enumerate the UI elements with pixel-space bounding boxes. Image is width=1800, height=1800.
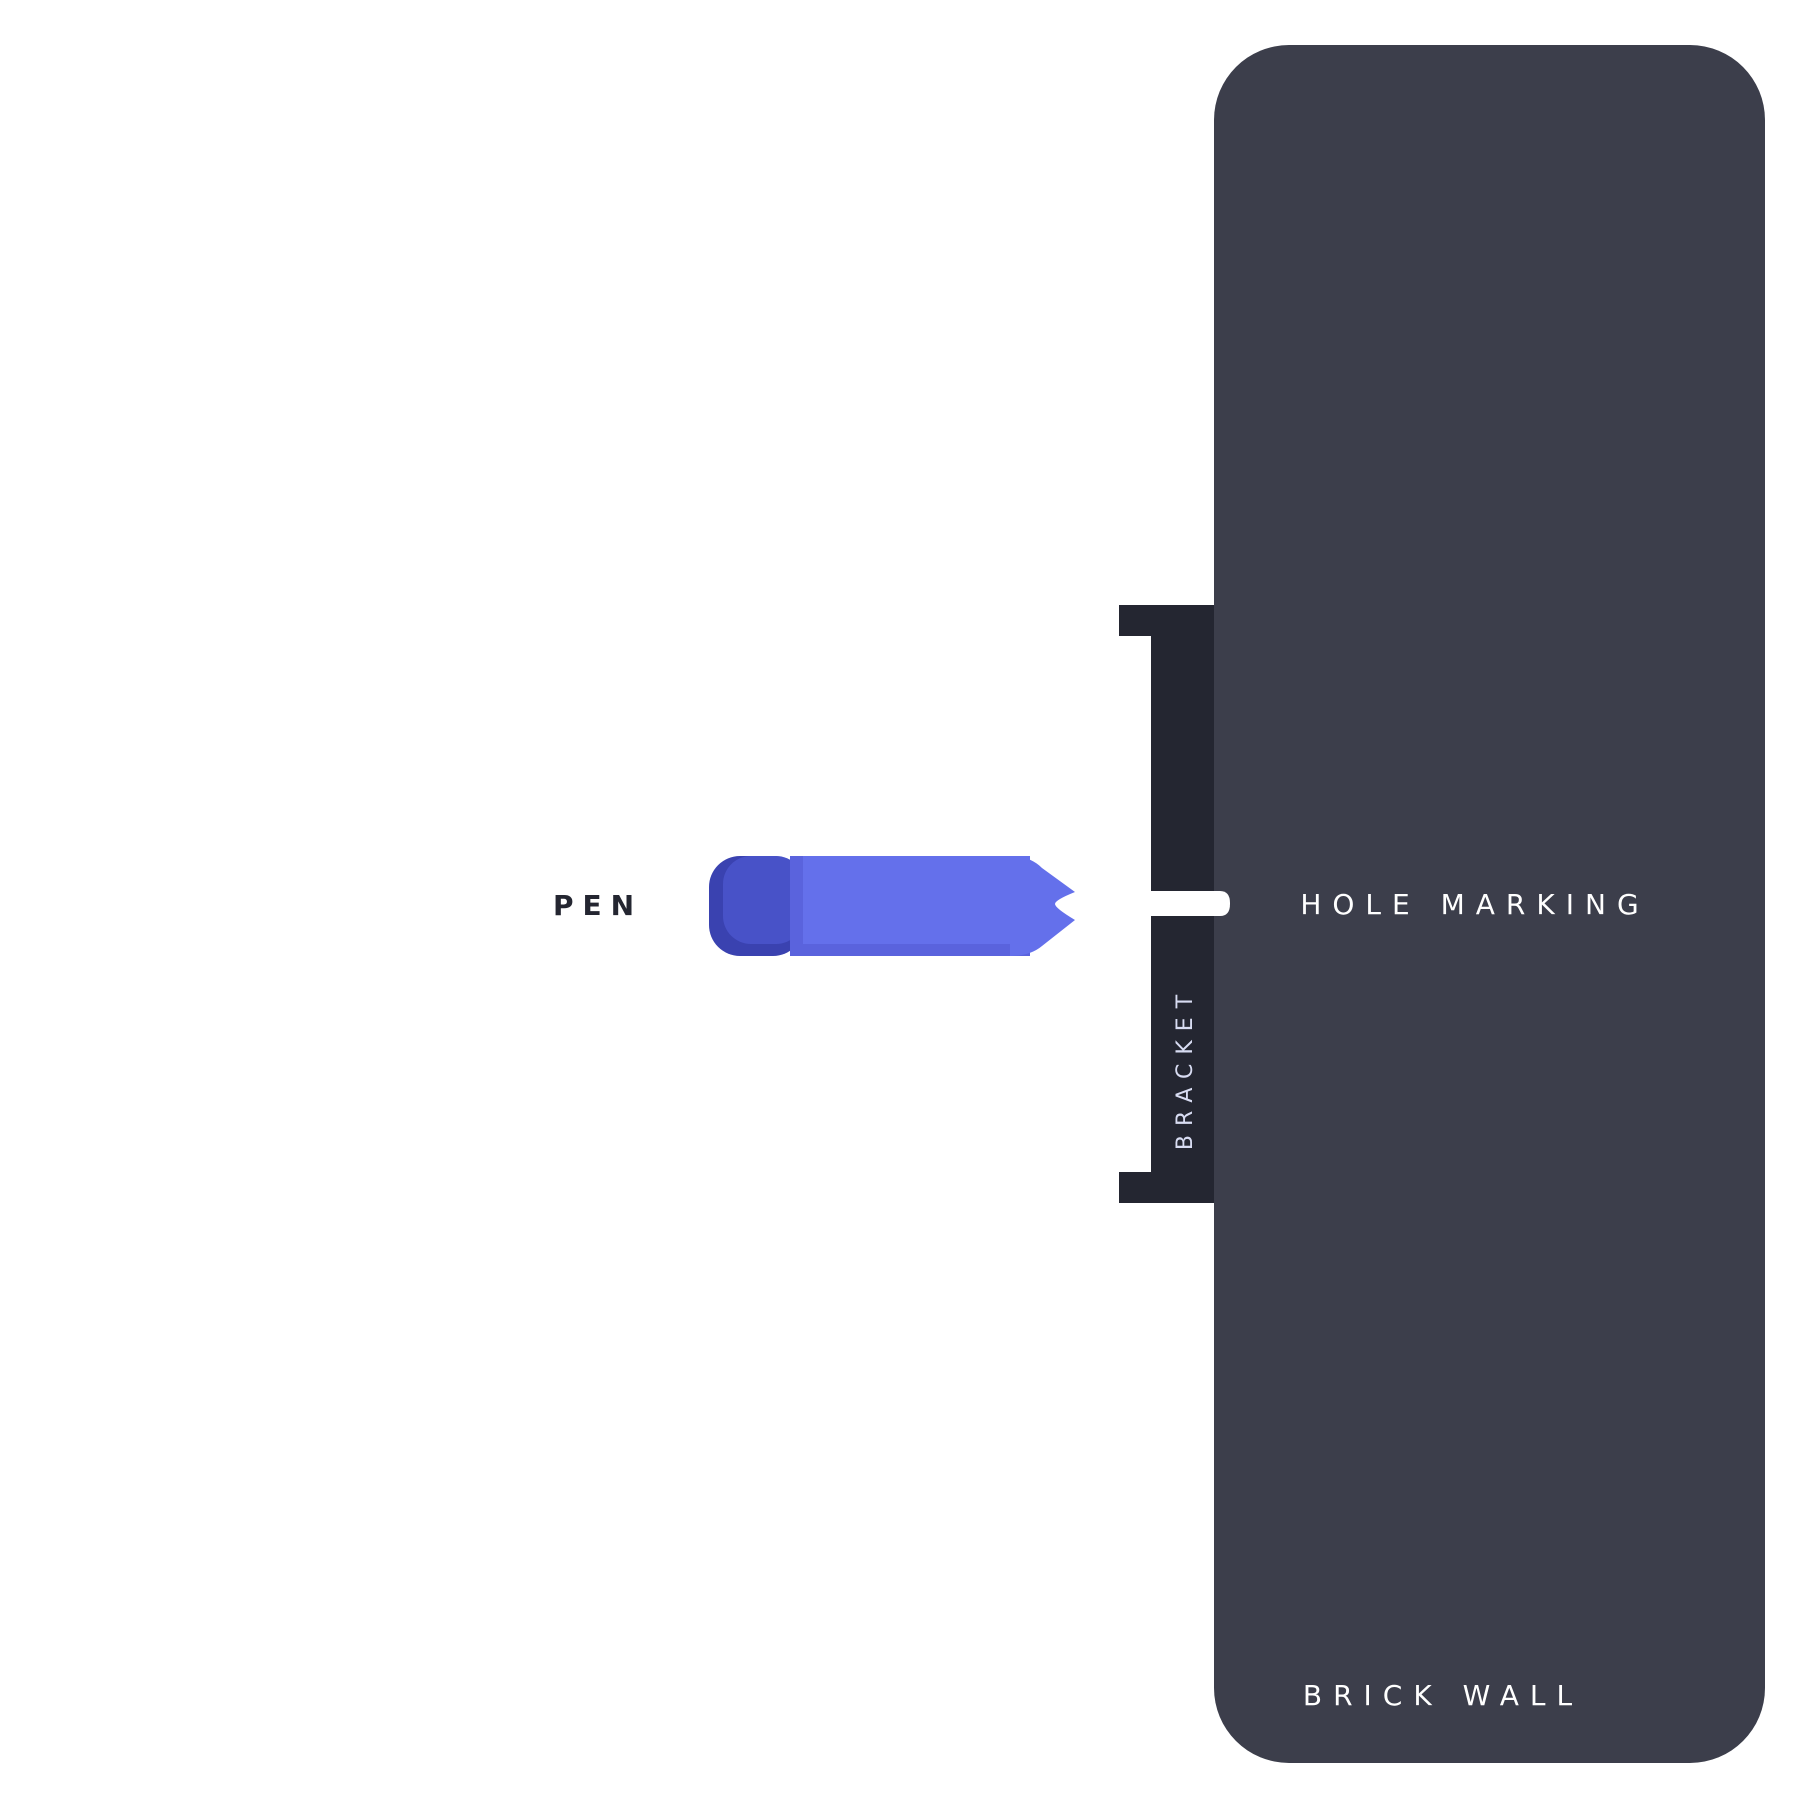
pen-label: PEN [553, 889, 643, 922]
pen [709, 856, 1075, 956]
hole-marking-label: HOLE MARKING [1300, 888, 1649, 921]
bracket-label: BRACKET [1173, 986, 1198, 1150]
brick-wall-label: BRICK WALL [1303, 1679, 1583, 1712]
pen-cap-face [723, 856, 804, 944]
pen-tip [1010, 856, 1075, 956]
pen-body-face [803, 856, 1030, 944]
brick-wall [1214, 45, 1765, 1763]
hole-marking-channel [1151, 891, 1230, 916]
